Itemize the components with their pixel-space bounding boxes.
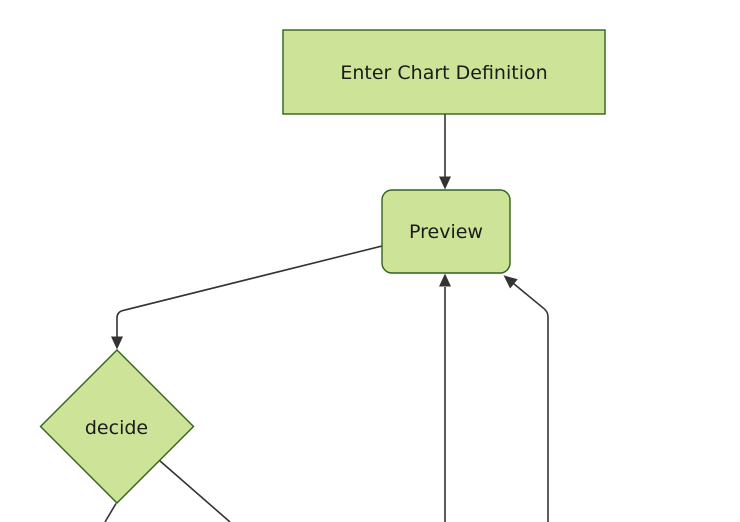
edge-preview-to-decide-line: [116, 245, 383, 338]
edge-preview-to-decide: [111, 245, 383, 350]
edge-enter-to-preview: [439, 113, 451, 190]
arrowhead-into-preview-corner: [503, 275, 518, 289]
arrowhead-into-preview-bottom: [439, 273, 451, 287]
node-decide-label: decide: [85, 417, 148, 439]
edge-decide-to-offscreen-right: [158, 459, 231, 522]
node-preview-shape: [381, 189, 511, 274]
edge-bottomright-to-preview-line: [512, 282, 549, 522]
node-decide-shape: [39, 349, 195, 504]
edge-bottom-to-preview: [439, 273, 451, 522]
edge-decide-to-offscreen-left: [104, 503, 117, 522]
node-preview: Preview: [381, 189, 511, 274]
node-enter-chart-definition-shape: [282, 29, 606, 115]
node-enter-chart-definition-label: Enter Chart Definition: [340, 62, 547, 84]
edge-bottomright-to-preview: [503, 275, 549, 522]
arrowhead-into-decide-top: [111, 336, 123, 350]
arrowhead-into-preview-top: [439, 176, 451, 190]
node-enter-chart-definition: Enter Chart Definition: [282, 29, 606, 115]
node-decide: decide: [39, 349, 195, 504]
node-preview-label: Preview: [409, 221, 483, 243]
